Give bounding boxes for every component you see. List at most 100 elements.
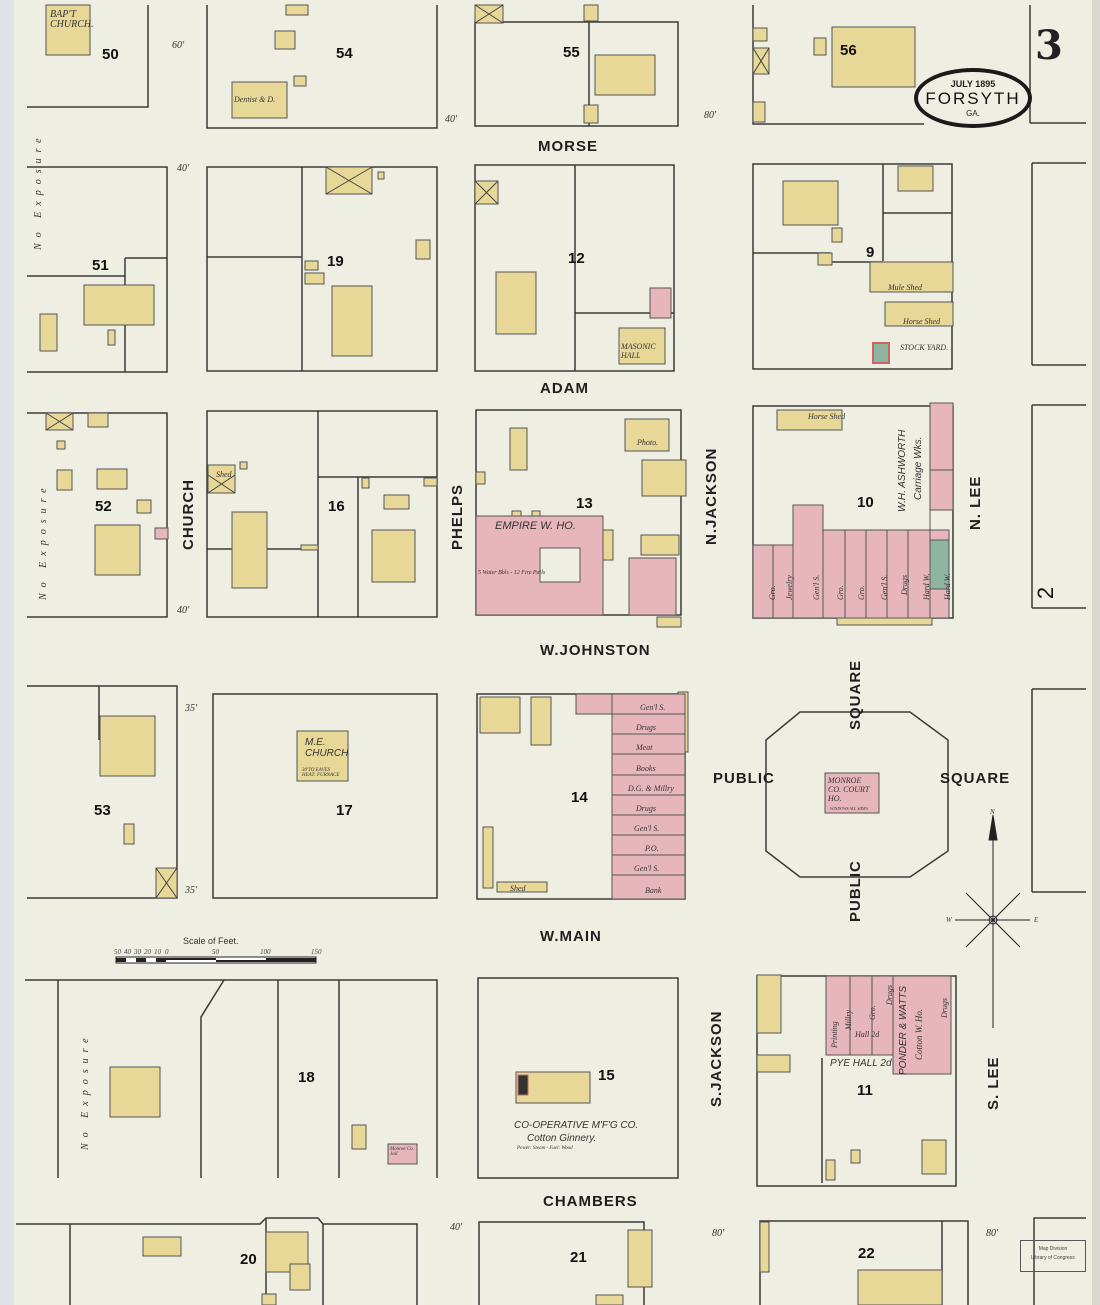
block-20: 20	[240, 1251, 257, 1268]
block-10: 10	[857, 494, 874, 511]
sheet-edge	[1092, 0, 1100, 1305]
dimension-label: 35'	[185, 703, 198, 714]
label-cotton-warehouse: Cotton W. Ho.	[914, 1008, 924, 1060]
scale-tick: 20	[144, 948, 151, 956]
block-18: 18	[298, 1069, 315, 1086]
scale-tick: 10	[154, 948, 161, 956]
label-no-exposure-3: No Exposure	[80, 1032, 91, 1150]
store-label: Gro.	[768, 585, 777, 600]
scale-tick: 40	[124, 948, 131, 956]
store-label: Gro.	[857, 585, 866, 600]
stamp-line-1: Map Division	[1038, 1246, 1068, 1252]
label-shed: Shed	[510, 884, 526, 893]
store-label: Gen'l S.	[880, 574, 889, 600]
dimension-label: 80'	[704, 110, 717, 121]
dimension-label: 80'	[986, 1228, 999, 1239]
dimension-label: 40'	[445, 114, 458, 125]
dimension-label: 80'	[712, 1228, 725, 1239]
store-label: Printing	[830, 1021, 839, 1048]
block-15: 15	[598, 1067, 615, 1084]
label-pye-hall: PYE HALL 2d	[830, 1058, 892, 1069]
label-co-op-mfg: CO-OPERATIVE M'F'G CO.	[514, 1120, 639, 1131]
sheet-number: 3	[1035, 22, 1063, 69]
street-adam: ADAM	[540, 380, 589, 397]
label-horse-shed: Horse Shed	[903, 317, 941, 326]
street-n-lee: N. LEE	[967, 475, 984, 530]
scale-tick: 0	[165, 948, 169, 956]
compass-rose-icon	[955, 814, 1030, 1028]
label-court-note: WINDOWS ALL SIDES	[830, 806, 868, 811]
compass-w: W	[946, 916, 952, 924]
store-label: Drugs	[636, 804, 657, 813]
title-cartouche: JULY 1895 FORSYTH GA.	[914, 68, 1032, 128]
label-empire-note: 5 Water Bbls - 12 Fire Pails	[478, 570, 546, 576]
street-phelps: PHELPS	[449, 483, 466, 550]
street-chambers: CHAMBERS	[543, 1193, 638, 1210]
street-w-main: W.MAIN	[540, 928, 602, 945]
library-stamp: Map Division Library of Congress	[1020, 1240, 1086, 1272]
store-label: Gro.	[836, 585, 845, 600]
street-public-s: PUBLIC	[847, 860, 864, 922]
label-dentist: Dentist & D.	[234, 95, 276, 104]
street-public-w: PUBLIC	[713, 770, 775, 787]
label-empire-warehouse: EMPIRE W. HO.	[495, 520, 576, 532]
store-label: Hard W.	[922, 573, 931, 600]
block-21: 21	[570, 1249, 587, 1266]
label-bapt-church: BAP'T CHURCH.	[50, 9, 94, 30]
store-label: Drugs	[636, 723, 657, 732]
street-square-e: SQUARE	[940, 770, 1011, 787]
label-me-note: 30'TO EAVES HEAT: FURNACE	[302, 768, 340, 778]
store-label: Drugs	[940, 997, 949, 1018]
store-label: Jewelry	[785, 575, 794, 600]
scale-tick: 30	[134, 948, 141, 956]
store-label: Gen'l S.	[640, 703, 666, 712]
store-label: Meat	[636, 743, 653, 752]
block-9: 9	[866, 244, 875, 261]
store-label: Bank	[645, 886, 662, 895]
scale-title: Scale of Feet.	[183, 936, 239, 946]
store-label: Gro.	[868, 1005, 877, 1020]
street-w-johnston: W.JOHNSTON	[540, 642, 651, 659]
street-s-jackson: S.JACKSON	[708, 1010, 725, 1107]
block-51: 51	[92, 257, 109, 274]
state-name: GA.	[966, 109, 980, 118]
scale-tick: 100	[260, 948, 271, 956]
label-mule-shed: Mule Shed	[888, 283, 922, 292]
label-photo: Photo.	[637, 438, 659, 447]
label-masonic-hall: MASONIC HALL	[621, 342, 656, 360]
block-50: 50	[102, 46, 119, 63]
label-cotton-ginnery: Cotton Ginnery.	[527, 1133, 597, 1144]
compass-e: E	[1034, 916, 1039, 924]
scale-tick: 50	[212, 948, 219, 956]
block-56: 56	[840, 42, 857, 59]
store-label: P.O.	[645, 844, 659, 853]
block-22: 22	[858, 1245, 875, 1262]
stamp-line-2: Library of Congress	[1031, 1255, 1075, 1261]
label-no-exposure-1: No Exposure	[33, 132, 44, 250]
store-label: D.G. & Millry	[628, 784, 674, 793]
store-label: Books	[636, 764, 656, 773]
block-55: 55	[563, 44, 580, 61]
town-name: FORSYTH	[925, 89, 1021, 108]
scale-tick: 150	[311, 948, 322, 956]
street-morse: MORSE	[538, 138, 599, 155]
label-ashworth: W.H. ASHWORTH	[897, 429, 908, 512]
block-11: 11	[857, 1082, 873, 1099]
label-monroe-jail: Monroe Co. Jail	[390, 1147, 414, 1157]
block-19: 19	[327, 253, 344, 270]
label-no-exposure-2: No Exposure	[38, 482, 49, 600]
street-n-jackson: N.JACKSON	[703, 447, 720, 545]
label-carriage-works: Carriage Wks.	[913, 436, 924, 500]
block-17: 17	[336, 802, 353, 819]
store-label: Gen'l S.	[634, 824, 660, 833]
block-54: 54	[336, 45, 353, 62]
street-s-lee: S. LEE	[985, 1056, 1002, 1110]
store-label: Drugs	[900, 574, 909, 595]
block-12: 12	[568, 250, 585, 267]
block-14: 14	[571, 789, 588, 806]
store-label: Gen'l S.	[812, 574, 821, 600]
block-16: 16	[328, 498, 345, 515]
label-shed: Shed	[216, 470, 232, 479]
dimension-label: 35'	[185, 885, 198, 896]
